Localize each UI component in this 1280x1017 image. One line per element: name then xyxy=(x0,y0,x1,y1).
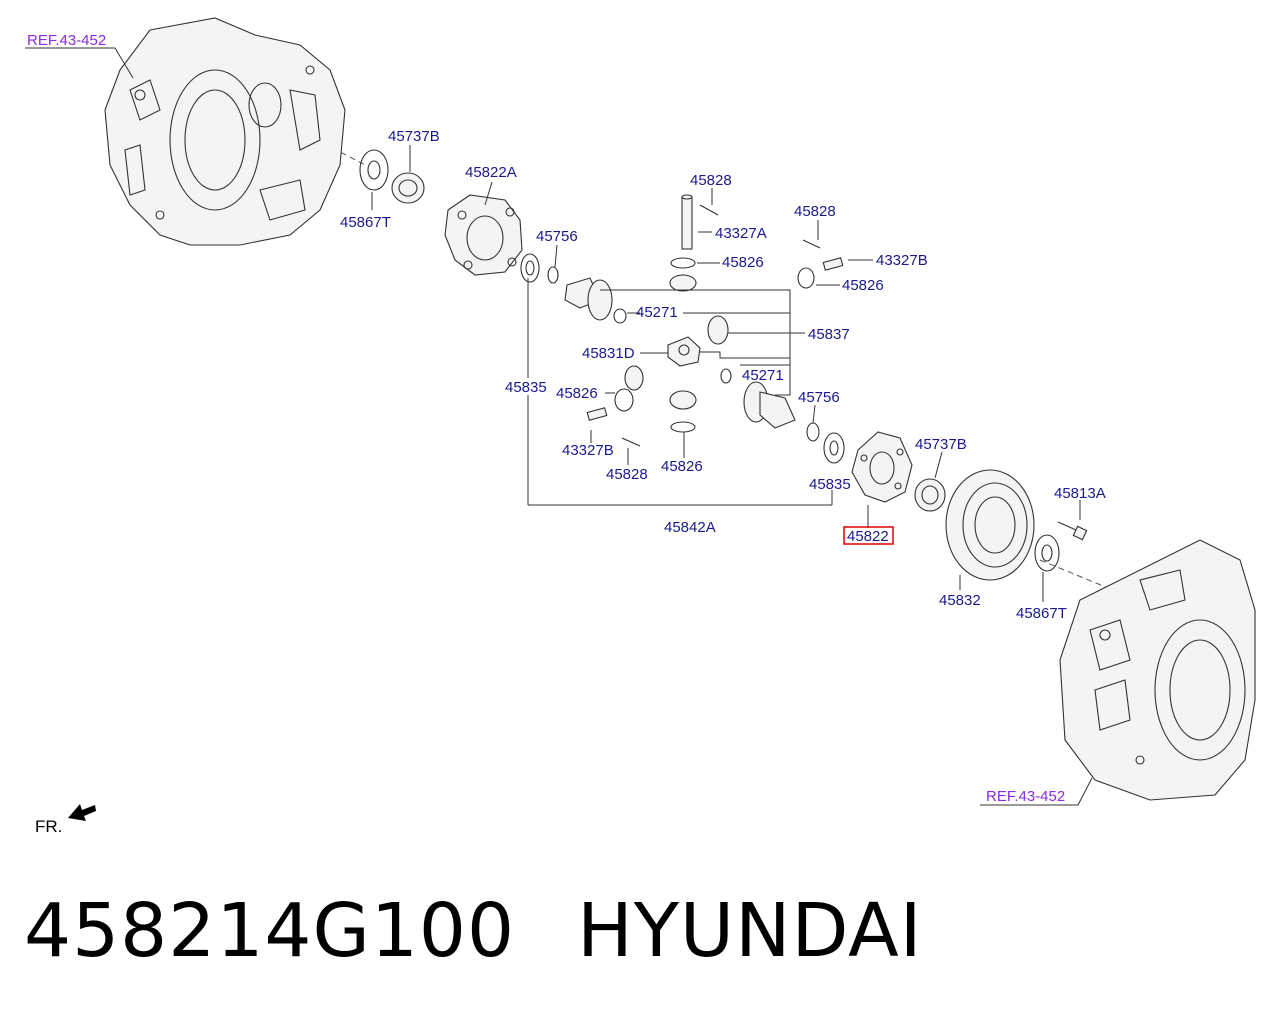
ref-label-bottom[interactable]: REF.43-452 xyxy=(986,788,1065,805)
part-label-45831D[interactable]: 45831D xyxy=(582,345,635,362)
highlight-box xyxy=(843,526,894,545)
pinion-washer-b xyxy=(797,267,815,289)
part-label-45867T-bottom[interactable]: 45867T xyxy=(1016,605,1067,622)
part-label-45828-a[interactable]: 45828 xyxy=(690,172,732,189)
snap-ring-top xyxy=(547,266,559,284)
part-label-45756-a[interactable]: 45756 xyxy=(536,228,578,245)
part-label-45842A[interactable]: 45842A xyxy=(664,519,716,536)
pinion-washer-d xyxy=(670,421,696,433)
part-label-45837[interactable]: 45837 xyxy=(808,326,850,343)
bearing-top xyxy=(391,172,425,204)
front-arrow-icon xyxy=(68,804,96,821)
pin-45828-c xyxy=(621,437,641,447)
part-label-45826-b[interactable]: 45826 xyxy=(842,277,884,294)
part-label-45828-c[interactable]: 45828 xyxy=(606,466,648,483)
pinion-washer-a xyxy=(670,257,696,269)
part-title: 458214G100 HYUNDAI xyxy=(24,888,1264,978)
leader-lines xyxy=(25,47,1093,806)
part-label-45271-a[interactable]: 45271 xyxy=(636,304,678,321)
part-label-45826-c[interactable]: 45826 xyxy=(556,385,598,402)
part-label-45867T-top[interactable]: 45867T xyxy=(340,214,391,231)
pinion-gear-c xyxy=(624,365,644,391)
part-label-45822[interactable]: 45822 xyxy=(847,528,889,545)
part-label-45832[interactable]: 45832 xyxy=(939,592,981,609)
washer-45835-bottom xyxy=(823,432,845,464)
side-gear-top xyxy=(564,277,627,324)
bearing-bottom xyxy=(914,478,946,512)
differential-case-45822 xyxy=(851,431,913,503)
case-45831D xyxy=(667,336,701,367)
part-label-45828-b[interactable]: 45828 xyxy=(794,203,836,220)
part-label-45813A[interactable]: 45813A xyxy=(1054,485,1106,502)
pinion-gear-45837 xyxy=(707,315,729,345)
transmission-case-left xyxy=(104,17,346,246)
part-label-45826-a[interactable]: 45826 xyxy=(722,254,764,271)
part-label-43327B-a[interactable]: 43327B xyxy=(876,252,928,269)
part-label-45271-b[interactable]: 45271 xyxy=(742,367,784,384)
thrust-washer-bottom xyxy=(1034,534,1060,572)
part-number: 458214G100 xyxy=(24,888,516,974)
part-label-45835-b[interactable]: 45835 xyxy=(809,476,851,493)
brand-name: HYUNDAI xyxy=(577,888,923,974)
bolt-45813A xyxy=(1057,521,1088,541)
pin-45828-b xyxy=(802,239,821,249)
part-label-45835-a[interactable]: 45835 xyxy=(505,379,547,396)
exploded-parts-diagram: REF.43-452 REF.43-452 FR. 45737B 45867T … xyxy=(25,17,1256,836)
washer-45835-top xyxy=(520,253,540,283)
pinion-shaft-43327A xyxy=(681,194,719,250)
part-label-45822A[interactable]: 45822A xyxy=(465,164,517,181)
part-label-45826-d[interactable]: 45826 xyxy=(661,458,703,475)
transmission-case-right xyxy=(1059,539,1256,801)
thrust-washer-top xyxy=(359,149,389,191)
ref-label-top[interactable]: REF.43-452 xyxy=(27,32,106,49)
pinion-gear-d xyxy=(669,390,697,410)
pinion-gear-a xyxy=(669,274,697,292)
ring-45271-b xyxy=(720,368,732,384)
shaft-43327B-b xyxy=(586,407,608,421)
ring-gear-45832 xyxy=(945,469,1035,581)
side-gear-bottom xyxy=(743,381,796,429)
part-label-45737B-top[interactable]: 45737B xyxy=(388,128,440,145)
front-label: FR. xyxy=(35,817,62,836)
shaft-43327B-a xyxy=(822,257,844,271)
snap-ring-bottom xyxy=(806,422,820,442)
pinion-washer-c xyxy=(614,388,634,412)
part-label-43327A[interactable]: 43327A xyxy=(715,225,767,242)
part-label-43327B-b[interactable]: 43327B xyxy=(562,442,614,459)
differential-case-45822A xyxy=(444,194,523,276)
part-label-45737B-bottom[interactable]: 45737B xyxy=(915,436,967,453)
part-label-45756-b[interactable]: 45756 xyxy=(798,389,840,406)
